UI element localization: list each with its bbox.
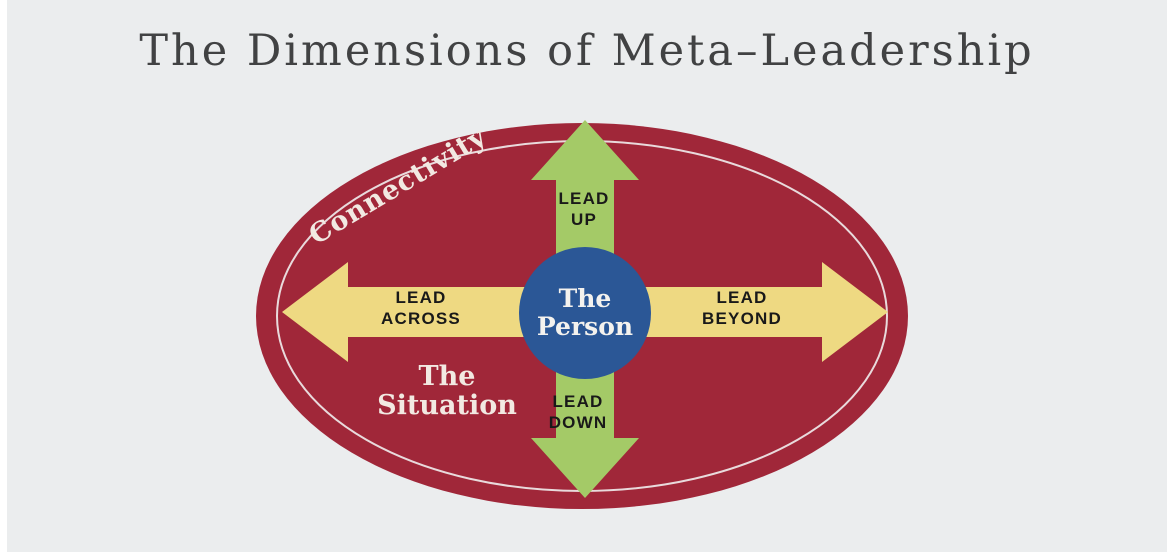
situation-line2: Situation <box>377 390 517 421</box>
person-line1: The <box>558 284 612 313</box>
lead-down-line2: DOWN <box>548 413 608 432</box>
lead-down-label: LEAD DOWN <box>549 391 608 433</box>
person-label: The Person <box>537 285 633 341</box>
lead-across-label: LEAD ACROSS <box>381 287 461 329</box>
lead-beyond-line1: LEAD <box>716 288 768 307</box>
lead-down-line1: LEAD <box>552 392 604 411</box>
situation-line1: The <box>418 361 476 392</box>
lead-across-line2: ACROSS <box>381 309 461 328</box>
page-margin-right <box>1167 0 1174 552</box>
lead-up-line1: LEAD <box>558 189 610 208</box>
lead-up-line2: UP <box>570 210 598 229</box>
person-line2: Person <box>536 312 634 341</box>
lead-beyond-line2: BEYOND <box>702 309 782 328</box>
lead-across-line1: LEAD <box>395 288 447 307</box>
situation-label: The Situation <box>377 362 517 420</box>
page-margin-left <box>0 0 7 552</box>
diagram-title: The Dimensions of Meta–Leadership <box>139 26 1035 76</box>
person-circle <box>519 247 651 379</box>
lead-beyond-label: LEAD BEYOND <box>702 287 782 329</box>
lead-up-label: LEAD UP <box>558 188 609 230</box>
